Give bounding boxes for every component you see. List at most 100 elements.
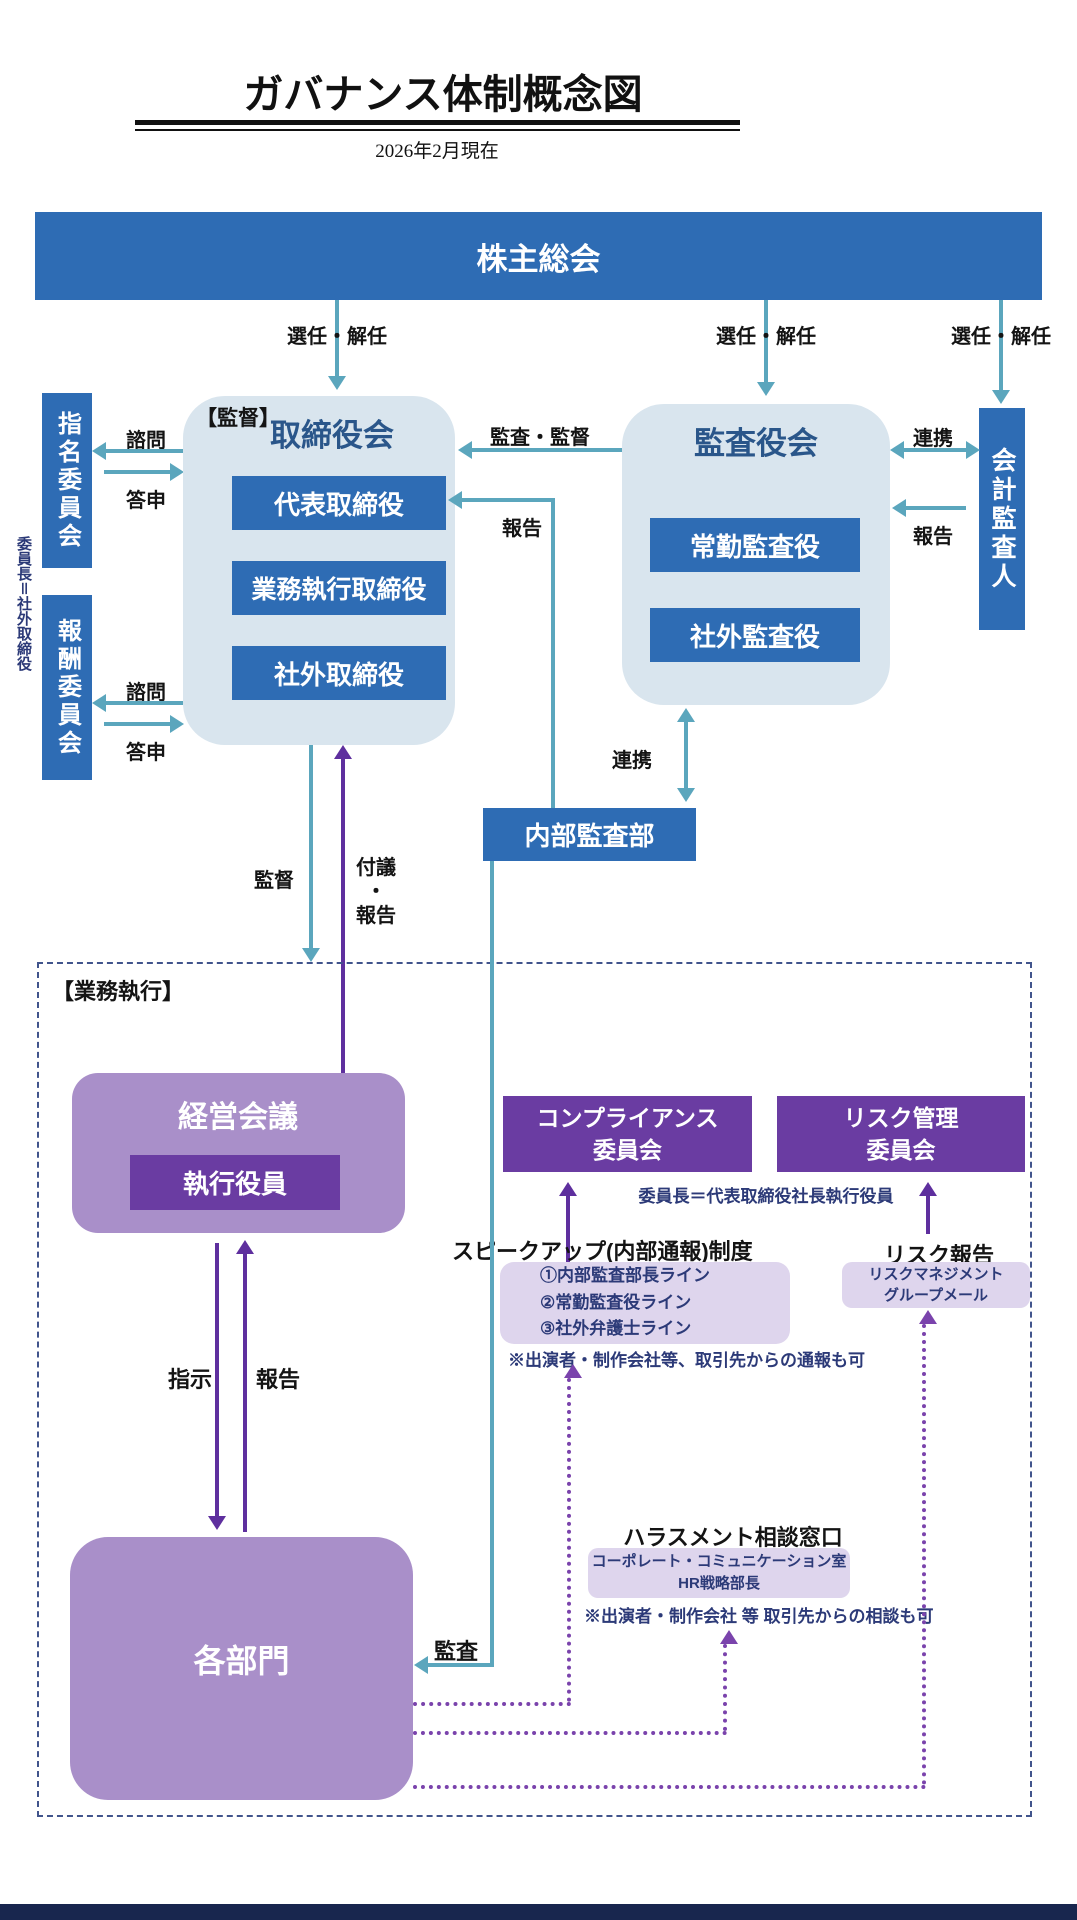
execution-tag: 【業務執行】: [52, 979, 185, 1004]
supervision-label: 監督: [254, 870, 294, 892]
cooperation-line-h: [904, 448, 966, 452]
instruction-label: 指示: [168, 1367, 213, 1392]
audit-line-vertical: [490, 861, 494, 1667]
audit-supervision-label: 監査・監督: [490, 427, 590, 449]
arrowhead-up-submission: [334, 745, 352, 759]
date-note: 2026年2月現在: [375, 141, 499, 162]
appointment-label-audit-board: 選任・解任: [716, 326, 816, 348]
standing-auditor-box: 常勤監査役: [650, 518, 860, 572]
arrowhead-down-instruction: [208, 1516, 226, 1530]
harassment-note: ※出演者・制作会社 等 取引先からの相談も可: [584, 1607, 934, 1626]
advisory-line-2: [106, 701, 183, 705]
report-line-accounting: [906, 506, 966, 510]
riskreport-to-risk-line: [926, 1196, 930, 1234]
arrowhead-left-report-accounting: [892, 499, 906, 517]
reply-line-2: [104, 722, 170, 726]
advisory-label-1: 諮問: [126, 430, 166, 452]
compensation-committee-box: 報酬委員会: [42, 595, 92, 780]
audit-board-title: 監査役会: [694, 426, 818, 461]
advisory-line-1: [106, 449, 183, 453]
council-report-line: [243, 1254, 247, 1532]
report-label-ceo: 報告: [502, 518, 542, 540]
appointment-label-board: 選任・解任: [287, 326, 387, 348]
dotted-speakup-horizontal: [413, 1702, 571, 1706]
dotted-risk-vertical: [922, 1324, 926, 1785]
dotted-speakup-vertical: [567, 1378, 571, 1702]
council-report-label: 報告: [256, 1367, 301, 1392]
business-execution-zone: [37, 962, 1032, 1817]
arrowhead-up-dotted-harassment: [720, 1630, 738, 1644]
arrowhead-left-advisory-1: [92, 442, 106, 460]
arrowhead-up-dotted-risk: [919, 1310, 937, 1324]
arrowhead-up-council-report: [236, 1240, 254, 1254]
outside-directors-box: 社外取締役: [232, 646, 446, 700]
speakup-to-compliance-line: [566, 1196, 570, 1284]
submission-report-label: 付議 ・ 報告: [356, 857, 396, 927]
arrowhead-up-risk: [919, 1182, 937, 1196]
arrowhead-down-cooperation-v: [677, 788, 695, 802]
management-council-title: 経営会議: [178, 1101, 298, 1134]
risk-mail-box: リスクマネジメント グループメール: [842, 1262, 1030, 1308]
nomination-committee-box: 指名委員会: [42, 393, 92, 568]
appointment-line-accounting: [999, 300, 1003, 390]
title-rule-thin: [135, 129, 740, 131]
internal-audit-box: 内部監査部: [483, 808, 696, 861]
report-label-accounting: 報告: [913, 526, 953, 548]
harassment-title: ハラスメント相談窓口: [623, 1525, 843, 1550]
reply-label-1: 答申: [126, 490, 166, 512]
arrowhead-down-board: [328, 376, 346, 390]
arrowhead-left-audit: [414, 1656, 428, 1674]
risk-committee-box: リスク管理 委員会: [777, 1096, 1025, 1172]
arrowhead-left-cooperation: [890, 441, 904, 459]
reply-label-2: 答申: [126, 742, 166, 764]
page-title: ガバナンス体制概念図: [243, 72, 643, 117]
departments-box: 各部門: [70, 1537, 413, 1800]
reply-line-1: [104, 470, 170, 474]
appointment-label-accounting: 選任・解任: [951, 326, 1051, 348]
representative-director-box: 代表取締役: [232, 476, 446, 530]
audit-line-horizontal: [428, 1663, 494, 1667]
report-elbow-vertical: [551, 498, 555, 808]
arrowhead-up-compliance: [559, 1182, 577, 1196]
report-elbow-horizontal: [462, 498, 555, 502]
arrowhead-up-dotted-speakup: [564, 1364, 582, 1378]
dotted-harassment-vertical: [723, 1644, 727, 1731]
executive-directors-box: 業務執行取締役: [232, 561, 446, 615]
arrowhead-right-reply-2: [170, 715, 184, 733]
harassment-desk-box: コーポレート・コミュニケーション室 HR戦略部長: [588, 1548, 850, 1598]
left-chair-note: 委員長＝社外取締役: [15, 536, 32, 671]
title-rule-thick: [135, 120, 740, 125]
audit-supervision-line: [472, 448, 622, 452]
dotted-harassment-horizontal: [413, 1731, 727, 1735]
executive-officers-box: 執行役員: [130, 1155, 340, 1210]
arrowhead-down-supervision: [302, 948, 320, 962]
compliance-committee-box: コンプライアンス 委員会: [503, 1096, 752, 1172]
arrowhead-up-cooperation-v: [677, 708, 695, 722]
shareholders-meeting-box: 株主総会: [35, 212, 1042, 300]
outside-auditor-box: 社外監査役: [650, 608, 860, 662]
board-title: 取締役会: [270, 418, 394, 453]
appointment-line-audit-board: [764, 300, 768, 382]
footer-bar: [0, 1904, 1077, 1920]
audit-label: 監査: [434, 1639, 479, 1664]
committees-chair-note: 委員長＝代表取締役社長執行役員: [638, 1187, 894, 1206]
cooperation-line-v: [684, 722, 688, 788]
arrowhead-right-reply-1: [170, 463, 184, 481]
speakup-lines-box: ①内部監査部長ライン ②常勤監査役ライン ③社外弁護士ライン: [500, 1262, 790, 1344]
speakup-title: スピークアップ(内部通報)制度: [452, 1239, 753, 1264]
cooperation-label-v: 連携: [612, 750, 652, 772]
speakup-note: ※出演者・制作会社等、取引先からの通報も可: [508, 1351, 865, 1370]
submission-report-line: [341, 759, 345, 1073]
cooperation-label-h: 連携: [913, 428, 953, 450]
arrowhead-down-audit-board: [757, 382, 775, 396]
advisory-label-2: 諮問: [126, 682, 166, 704]
dotted-risk-horizontal: [413, 1785, 926, 1789]
arrowhead-left-report-ceo: [448, 491, 462, 509]
accounting-auditor-box: 会計監査人: [979, 408, 1025, 630]
arrowhead-down-accounting: [992, 390, 1010, 404]
supervision-tag: 【監督】: [196, 407, 280, 430]
instruction-line: [215, 1243, 219, 1516]
arrowhead-left-advisory-2: [92, 694, 106, 712]
appointment-line-board: [335, 300, 339, 376]
